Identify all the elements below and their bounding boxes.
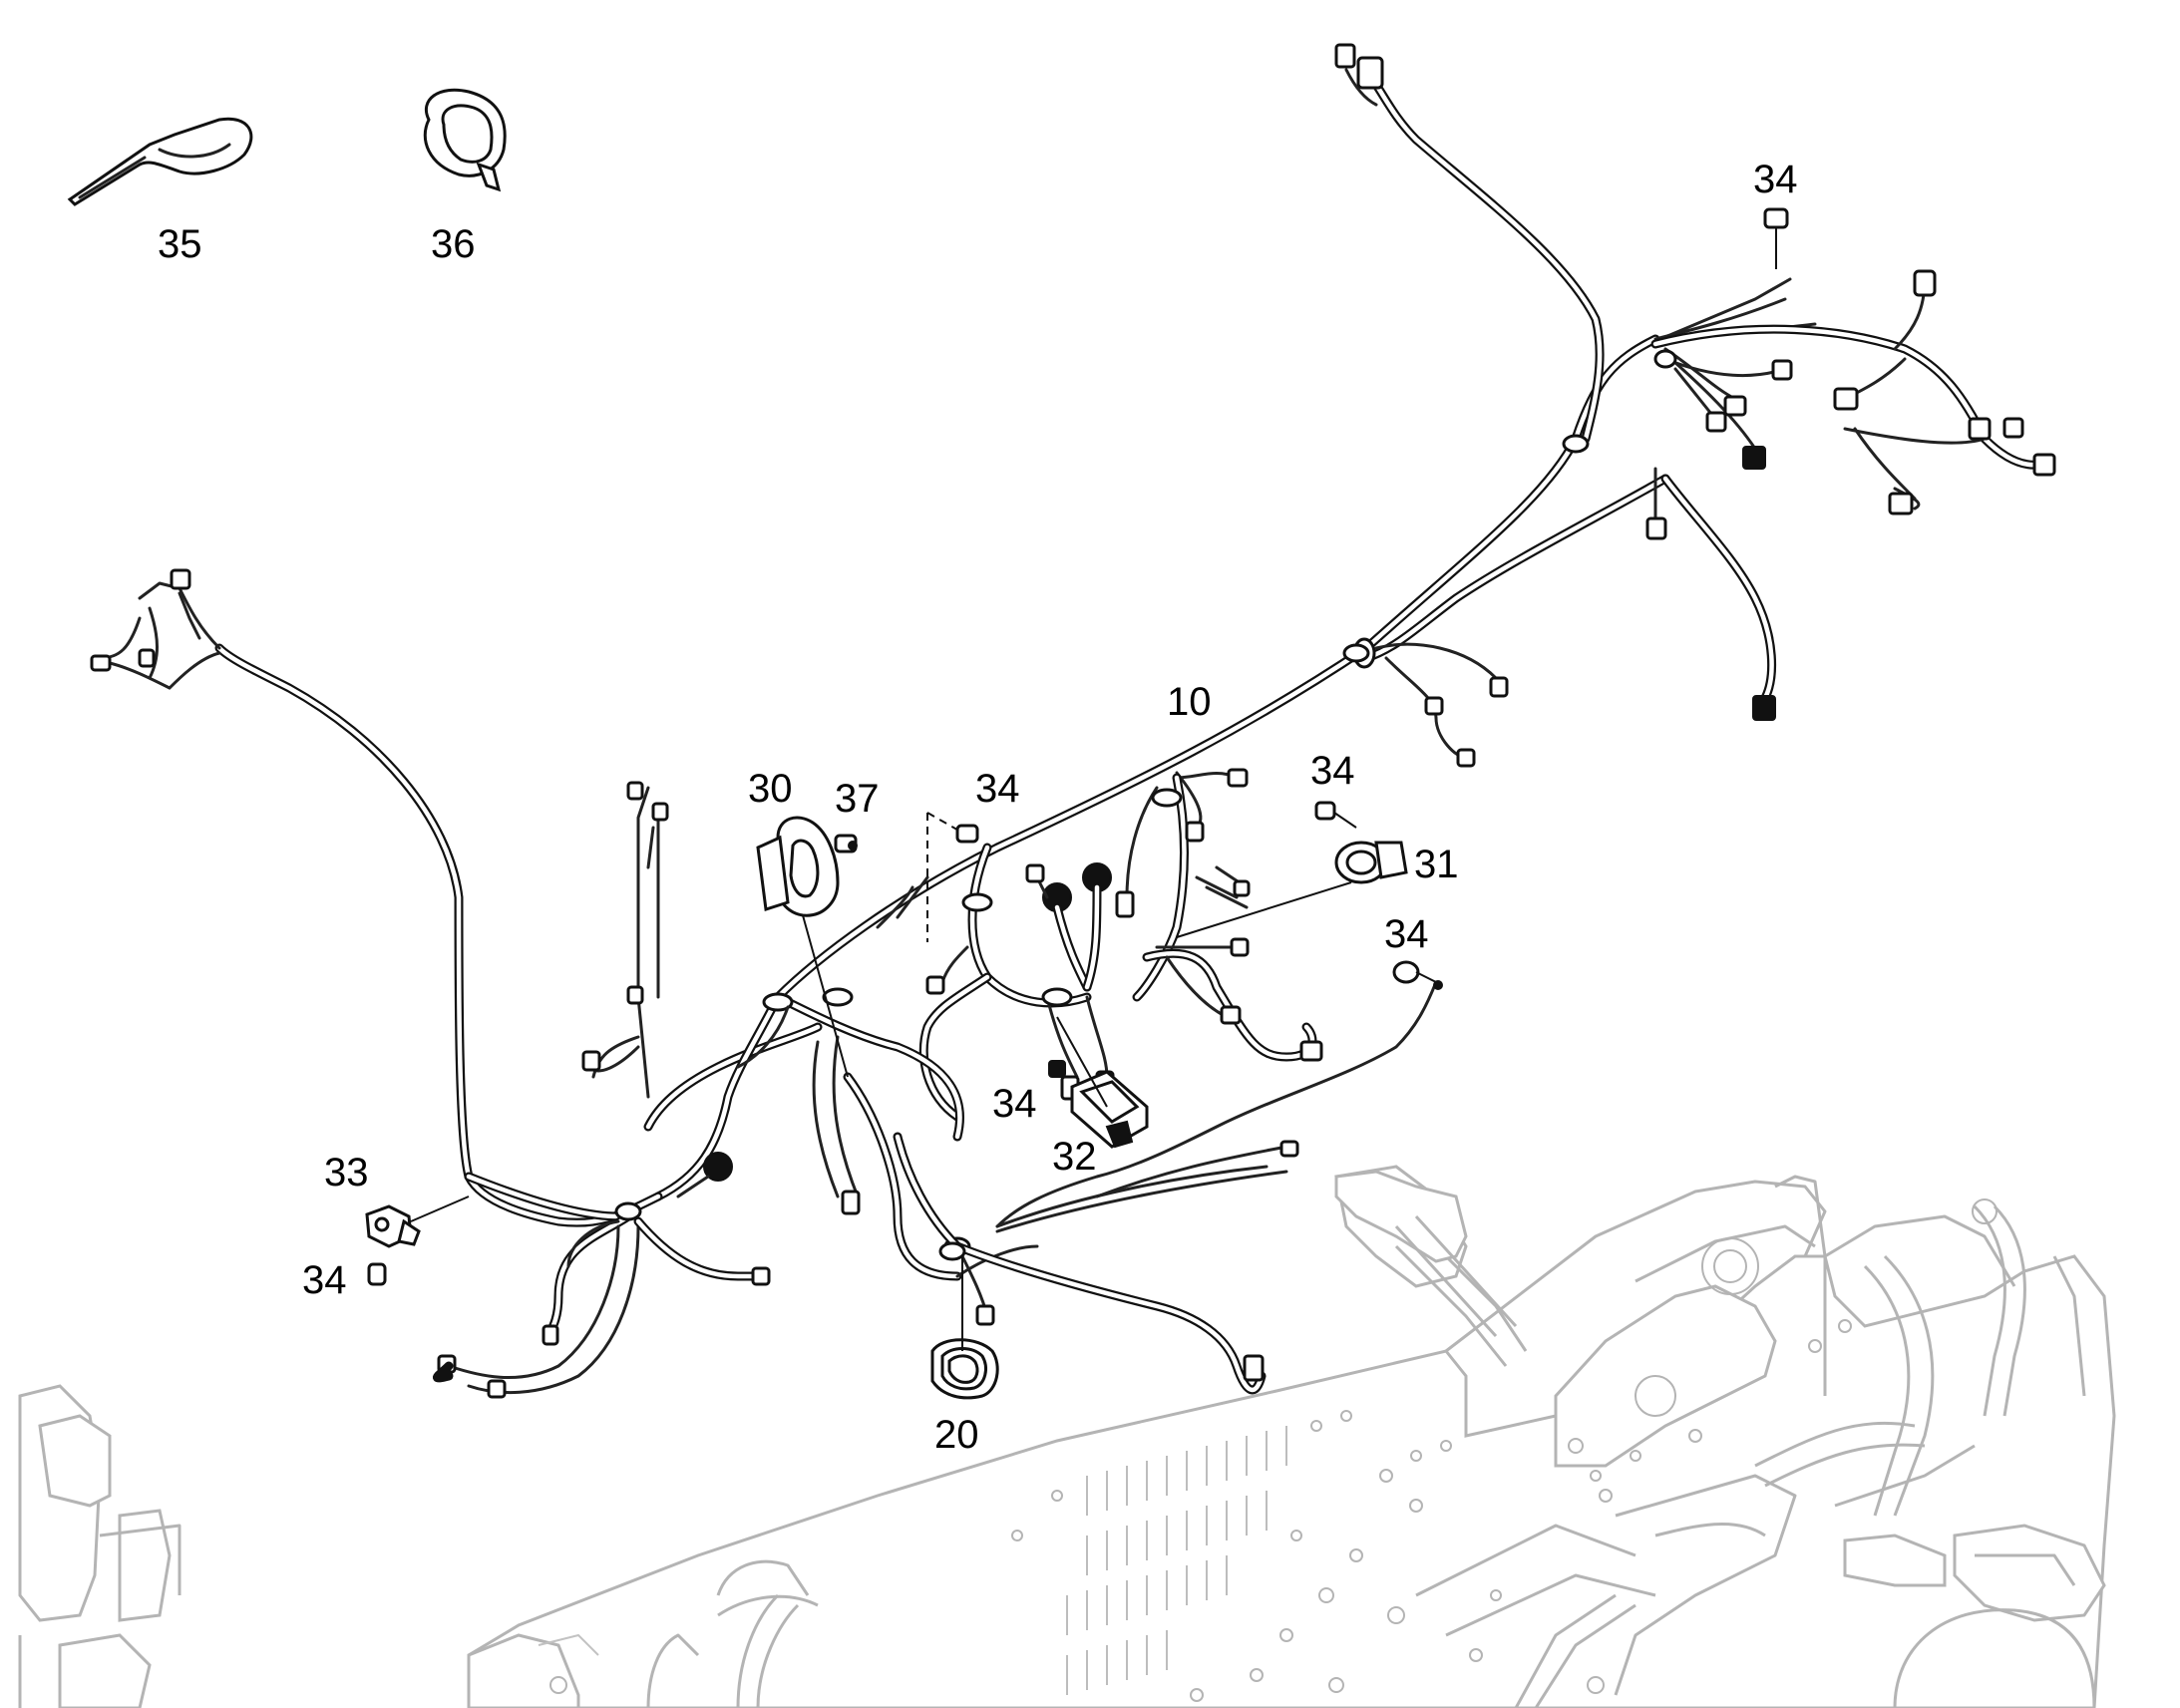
part-37-screw	[834, 834, 858, 854]
part-30-clamp	[756, 816, 840, 917]
part-20-grommet	[930, 1338, 999, 1400]
callout-33: 33	[324, 1151, 369, 1195]
frame-grille-slots	[1066, 1426, 1287, 1695]
part-35-cable-tie	[67, 117, 253, 206]
callout-34-upper-right: 34	[1310, 749, 1355, 793]
callout-34-lower-left: 34	[302, 1258, 347, 1302]
part-36-harness-clip	[423, 88, 507, 192]
callout-34-lower-center: 34	[992, 1082, 1037, 1126]
callout-37: 37	[835, 777, 880, 821]
part-32-relay-bracket	[1048, 1060, 1149, 1149]
part-34-screw-right	[1392, 960, 1420, 984]
callout-31: 31	[1414, 843, 1459, 886]
connector	[1356, 56, 1384, 90]
callout-34-right: 34	[1384, 912, 1429, 956]
callout-labels: 35 36 34 10 30 37 34 34 31 34 33 34 34 3…	[158, 158, 1798, 1457]
callout-35: 35	[158, 222, 202, 266]
callout-10: 10	[1167, 680, 1212, 724]
callout-32: 32	[1052, 1135, 1097, 1179]
callout-20: 20	[934, 1413, 979, 1457]
callout-34-center: 34	[975, 767, 1020, 811]
callout-34-top-right: 34	[1753, 158, 1798, 201]
part-34-screw-center	[926, 812, 979, 942]
wiring-harness	[90, 43, 2056, 1399]
callout-leaders	[410, 881, 1437, 1351]
callout-30: 30	[748, 767, 793, 811]
part-34-screw-lower-left	[367, 1262, 387, 1286]
part-31-grommet	[1314, 801, 1408, 884]
part-33-clamp	[365, 1204, 421, 1248]
machine-frame-outline	[18, 1165, 2116, 1708]
part-34-screw-top-right	[1763, 207, 1789, 269]
callout-36: 36	[431, 222, 476, 266]
frame-mounting-holes	[1011, 1319, 1852, 1702]
